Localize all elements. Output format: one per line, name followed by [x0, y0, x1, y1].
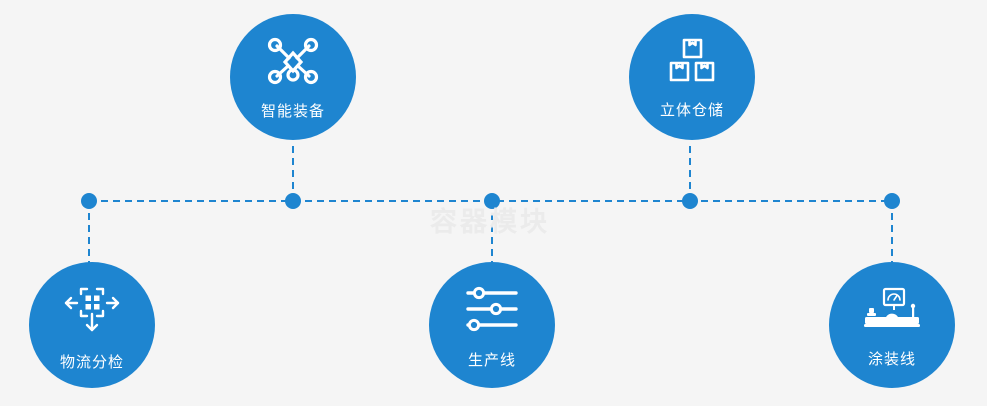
node-painting-line[interactable]: 涂装线: [829, 262, 955, 388]
network-nodes-icon: [266, 36, 320, 86]
node-logistics-sorting[interactable]: 物流分检: [29, 262, 155, 388]
node-stereoscopic-warehouse[interactable]: 立体仓储: [629, 14, 755, 140]
axis-dot: [81, 193, 97, 209]
node-production-line[interactable]: 生产线: [429, 262, 555, 388]
axis-dot: [484, 193, 500, 209]
node-label-production-line: 生产线: [467, 350, 516, 369]
axis-dot: [884, 193, 900, 209]
node-label-stereoscopic-warehouse: 立体仓储: [659, 100, 724, 119]
axis-dot: [285, 193, 301, 209]
node-label-smart-equipment: 智能装备: [260, 101, 325, 120]
axis-dot: [682, 193, 698, 209]
stacked-boxes-icon: [666, 37, 718, 85]
watermark-text: 容器模块: [430, 207, 550, 238]
node-smart-equipment[interactable]: 智能装备: [230, 14, 356, 140]
node-label-logistics-sorting: 物流分检: [59, 352, 124, 371]
node-label-painting-line: 涂装线: [867, 349, 916, 368]
control-panel-icon: [862, 286, 922, 332]
sorting-arrows-icon: [63, 283, 121, 335]
sliders-icon: [464, 285, 520, 333]
